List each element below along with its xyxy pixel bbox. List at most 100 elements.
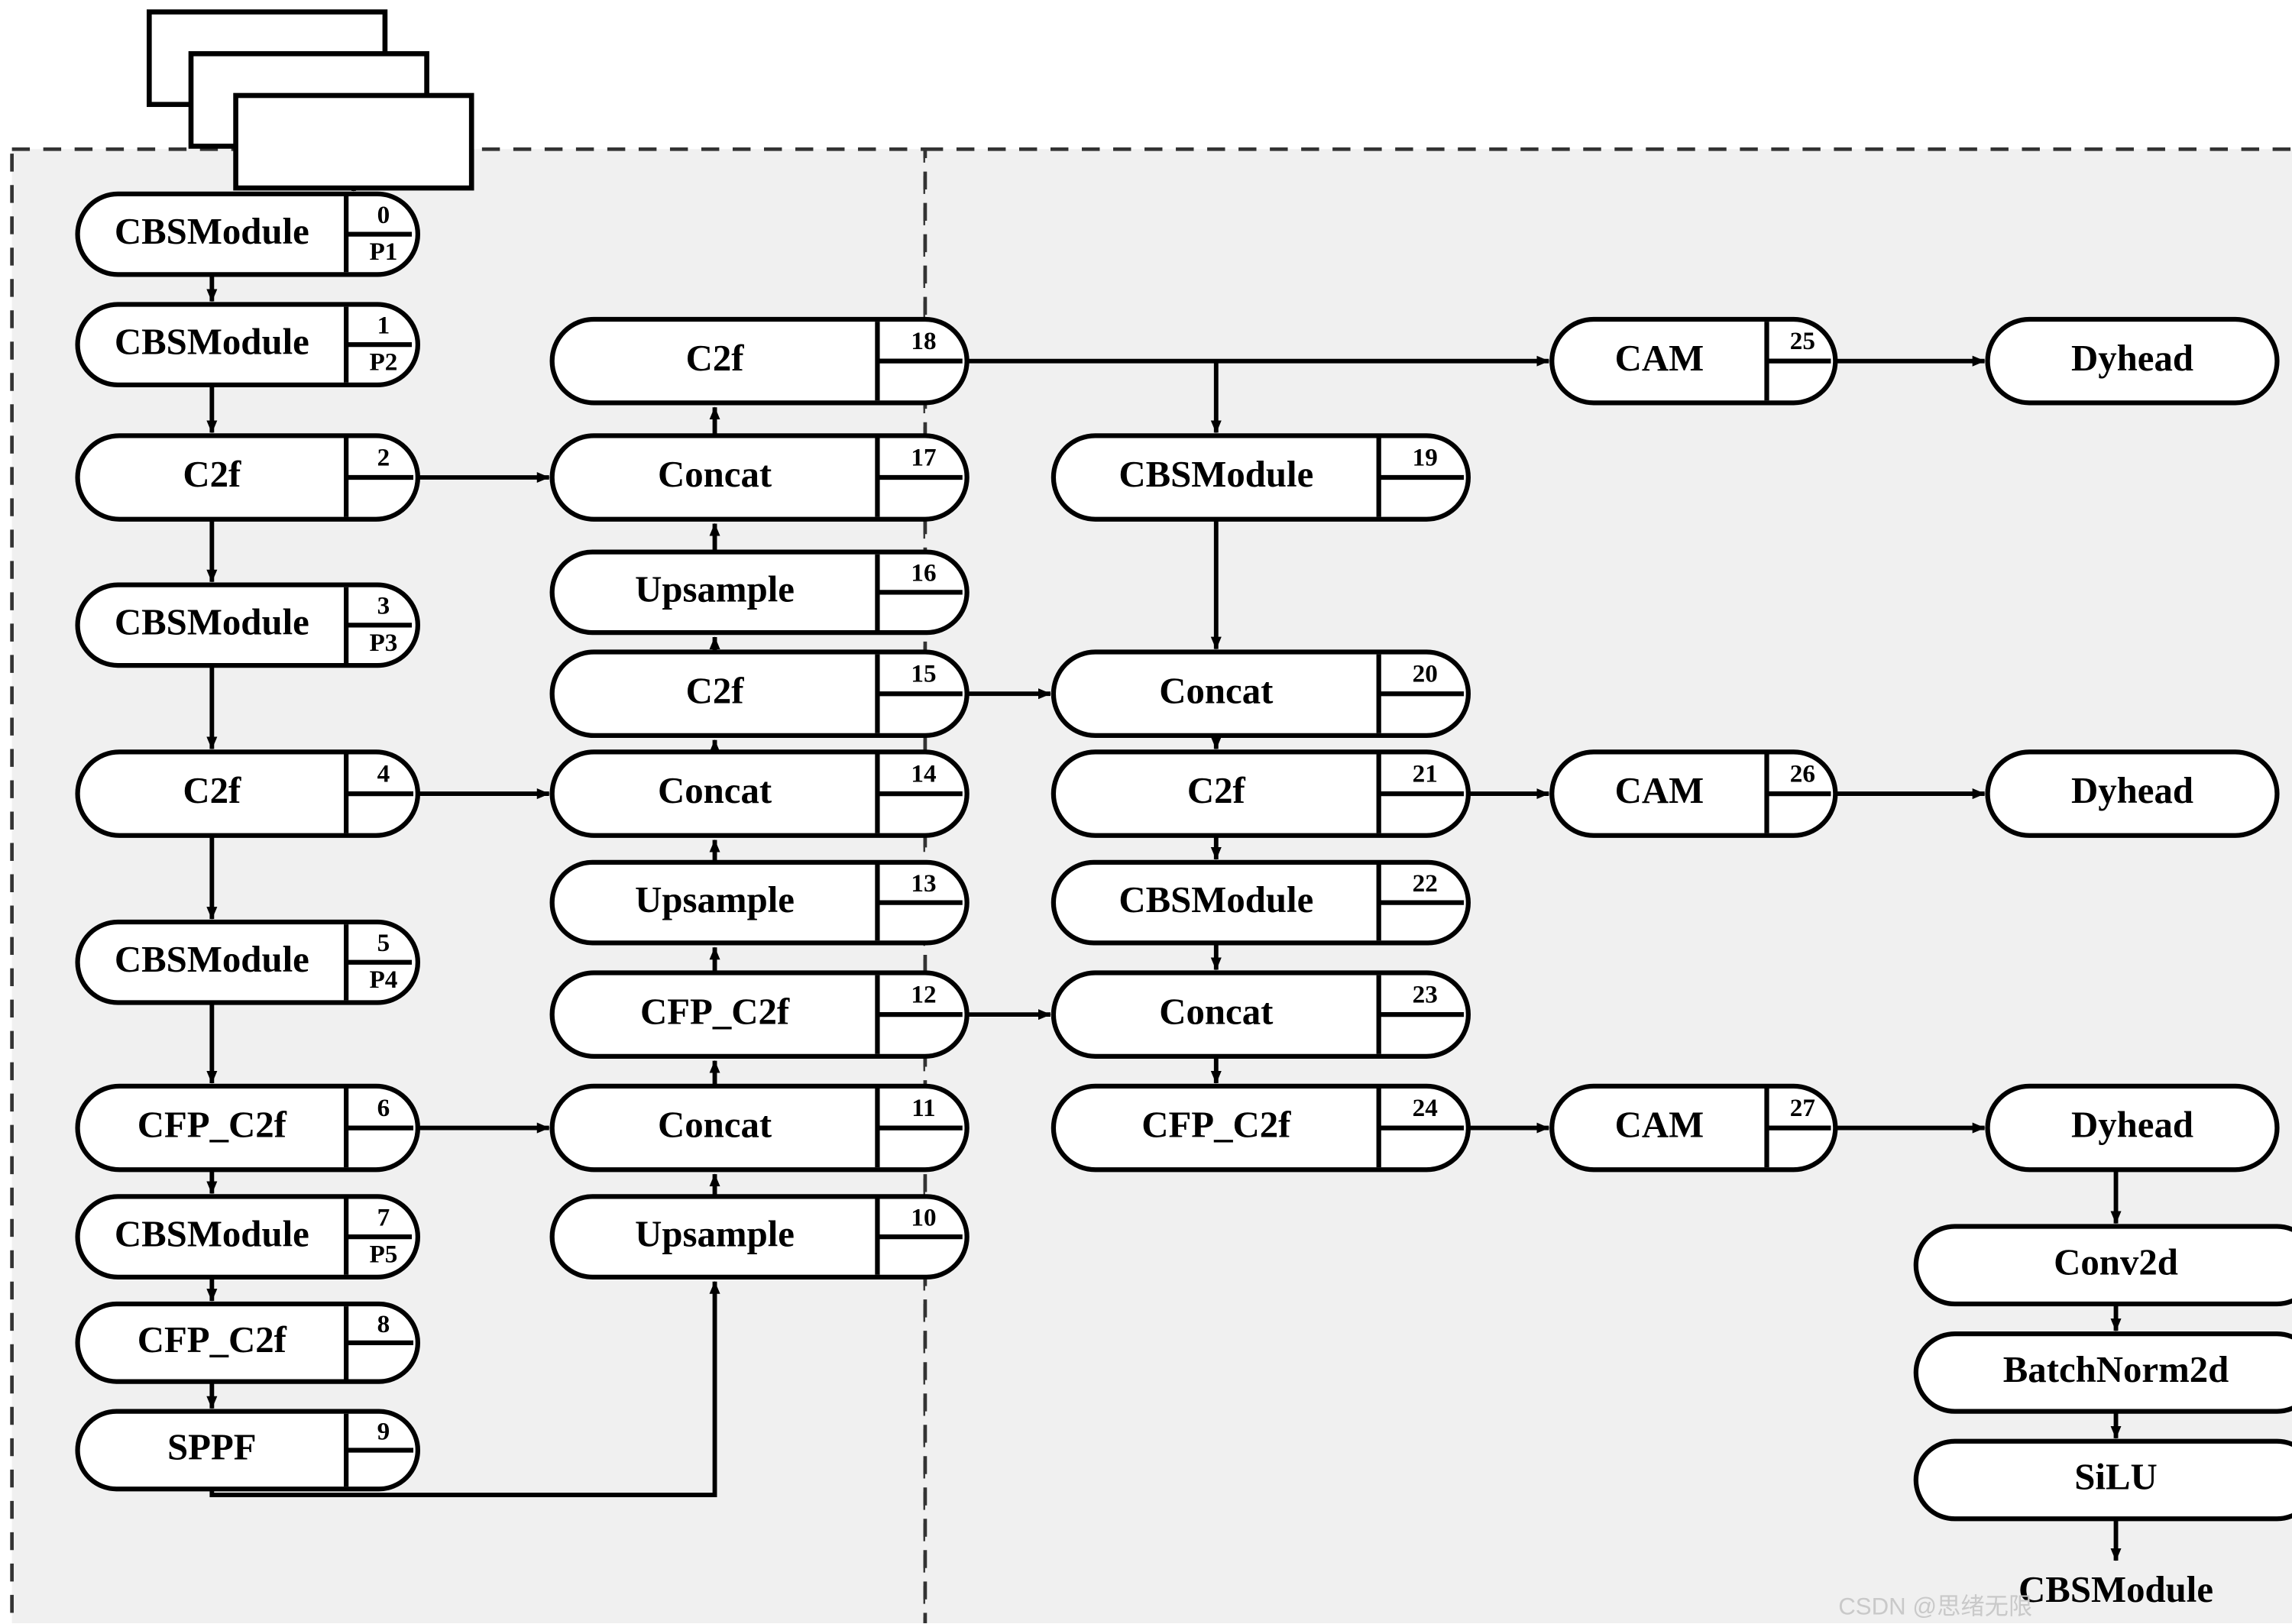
- node-label: CBSModule: [115, 320, 309, 362]
- node-d1[interactable]: Dyhead: [1985, 316, 2280, 406]
- labels-layer: BackboneNeckHeadCBSModule: [2018, 1568, 2213, 1610]
- node-n26[interactable]: CAM 26: [1549, 749, 1838, 838]
- node-body: [1913, 1224, 2292, 1307]
- node-index: 12: [911, 981, 936, 1009]
- node-label: CFP_C2f: [138, 1104, 287, 1146]
- node-index: 3: [377, 592, 390, 620]
- node-body: [1913, 1331, 2292, 1414]
- node-stage-label: P5: [370, 1241, 398, 1269]
- node-c1[interactable]: Conv2d: [1913, 1224, 2292, 1307]
- node-n0[interactable]: CBSModule 0P1: [75, 191, 420, 277]
- node-n23[interactable]: Concat 23: [1050, 970, 1471, 1059]
- node-index: 17: [911, 443, 936, 471]
- node-body: [549, 1194, 970, 1279]
- node-label: SPPF: [167, 1426, 257, 1468]
- node-index: 4: [377, 759, 390, 788]
- node-n12[interactable]: CFP_C2f 12: [549, 970, 970, 1059]
- node-body: [75, 191, 420, 277]
- node-stage-label: P1: [370, 238, 398, 266]
- node-body: [1050, 859, 1471, 946]
- node-c3[interactable]: SiLU: [1913, 1438, 2292, 1522]
- node-label: C2f: [183, 453, 241, 495]
- node-body: [75, 919, 420, 1005]
- node-c2[interactable]: BatchNorm2d: [1913, 1331, 2292, 1414]
- node-body: [549, 316, 970, 406]
- node-label: Dyhead: [2071, 769, 2193, 811]
- node-label: CAM: [1615, 337, 1704, 379]
- node-index: 15: [911, 660, 936, 688]
- node-label: C2f: [183, 769, 241, 811]
- node-body: [1050, 1083, 1471, 1173]
- node-label: Upsample: [635, 878, 795, 920]
- node-body: [1985, 1083, 2280, 1173]
- node-index: 0: [377, 201, 390, 229]
- node-index: 23: [1413, 981, 1438, 1009]
- node-label: CBSModule: [115, 938, 309, 980]
- node-index: 5: [377, 929, 390, 957]
- node-n5[interactable]: CBSModule 5P4: [75, 919, 420, 1005]
- node-label: CFP_C2f: [1141, 1104, 1291, 1146]
- node-index: 2: [377, 443, 390, 471]
- node-label: Concat: [1159, 990, 1274, 1032]
- node-label: Concat: [658, 1104, 772, 1146]
- node-body: [549, 1083, 970, 1173]
- node-label: Dyhead: [2071, 1104, 2193, 1146]
- node-d3[interactable]: Dyhead: [1985, 1083, 2280, 1173]
- node-body: [75, 1083, 420, 1173]
- node-label: Conv2d: [2054, 1241, 2178, 1283]
- node-n4[interactable]: C2f 4: [75, 749, 420, 838]
- node-body: [549, 970, 970, 1059]
- node-d2[interactable]: Dyhead: [1985, 749, 2280, 838]
- node-body: [75, 582, 420, 668]
- node-label: CAM: [1615, 769, 1704, 811]
- node-label: Upsample: [635, 1212, 795, 1254]
- node-body: [1050, 749, 1471, 838]
- input-image-stack: [146, 9, 474, 191]
- node-index: 24: [1413, 1094, 1438, 1122]
- node-index: 19: [1413, 443, 1438, 471]
- watermark: CSDN @思绪无限: [1838, 1593, 2032, 1619]
- node-label: CFP_C2f: [640, 990, 790, 1032]
- node-body: [549, 649, 970, 739]
- node-body: [549, 549, 970, 636]
- node-body: [549, 433, 970, 522]
- node-body: [75, 433, 420, 522]
- node-label: BatchNorm2d: [2003, 1348, 2229, 1390]
- node-label: CBSModule: [115, 601, 309, 643]
- node-body: [549, 749, 970, 838]
- node-body: [75, 1301, 420, 1384]
- node-label: CBSModule: [115, 210, 309, 252]
- node-index: 14: [911, 759, 936, 788]
- node-body: [549, 859, 970, 946]
- node-index: 26: [1790, 759, 1815, 788]
- node-label: C2f: [686, 669, 745, 711]
- node-label: CBSModule: [1118, 878, 1313, 920]
- node-label: CFP_C2f: [138, 1318, 287, 1360]
- node-n15[interactable]: C2f 15: [549, 649, 970, 739]
- node-stage-label: P4: [370, 966, 398, 994]
- node-label: SiLU: [2074, 1456, 2158, 1498]
- node-n2[interactable]: C2f 2: [75, 433, 420, 522]
- node-n24[interactable]: CFP_C2f 24: [1050, 1083, 1471, 1173]
